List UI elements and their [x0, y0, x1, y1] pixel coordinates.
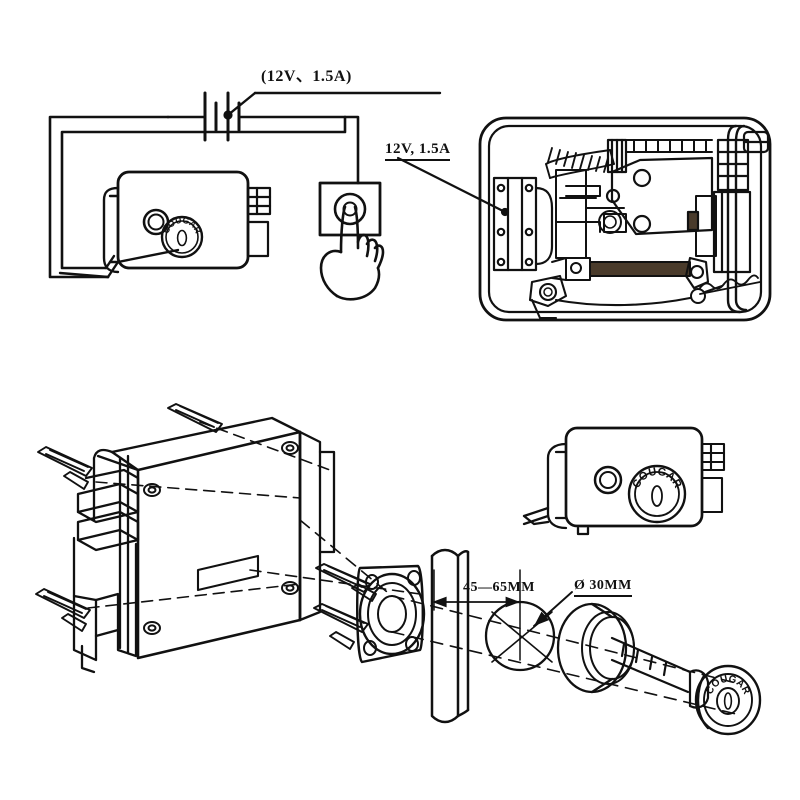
electric-lock-body	[116, 170, 250, 270]
bottom-link	[554, 296, 692, 307]
switch-button	[333, 192, 367, 226]
hole-diameter-label: Ø 30MM	[574, 578, 632, 597]
door-thickness-label: 45—65MM	[463, 580, 535, 595]
armature-rod	[606, 138, 628, 174]
wire-to-switch	[343, 115, 360, 185]
pressing-hand	[319, 205, 385, 301]
battery-rating-label: (12V、1.5A)	[261, 68, 352, 85]
bolt-cap	[742, 130, 770, 154]
lock-front-backplate	[546, 442, 568, 530]
coil-spring-lower	[699, 274, 761, 295]
lock-front-badge	[627, 464, 687, 524]
lock-body-top-face	[110, 416, 302, 472]
lock-body-screw-boss	[143, 441, 299, 635]
latch-bolt-housing	[686, 138, 752, 274]
lock-body-right-panel	[298, 430, 336, 622]
latch-bar	[551, 257, 691, 281]
exploded-centerline	[299, 519, 741, 715]
internal-mechanism-group	[396, 116, 772, 322]
lock-front-terminal-block	[700, 442, 726, 472]
lock-front-latch-bolt	[700, 476, 724, 514]
wiring-schematic-group	[48, 91, 442, 301]
coil-spring-upper	[545, 147, 615, 179]
coil-callout-leader	[396, 156, 510, 217]
solenoid-coil	[492, 176, 554, 272]
lock-body-slot	[196, 554, 260, 592]
battery-leader	[223, 91, 442, 120]
lock-front-wires	[522, 506, 590, 536]
spring-anchor	[690, 285, 723, 304]
lock-latch-bolt	[246, 220, 270, 258]
strike-flange	[356, 564, 426, 664]
bolt-rails	[726, 124, 748, 314]
wire-loop-outer	[48, 115, 170, 279]
cylinder-hole	[484, 600, 556, 672]
cougar-knob	[694, 664, 762, 736]
cylinder-hole-axes	[491, 611, 553, 663]
toothed-rack	[625, 139, 713, 153]
cam-disc	[598, 210, 627, 234]
diameter-leader	[533, 591, 573, 627]
pivot-lever	[605, 156, 714, 236]
lower-lever	[684, 256, 710, 290]
assembly-axis	[87, 421, 421, 609]
mounting-bracket	[72, 536, 138, 674]
push-button-switch	[318, 181, 382, 237]
door-thickness-dimension	[432, 569, 521, 661]
lock-front-button-hole	[593, 465, 623, 495]
badge-lettering: COUGAR COUGAR COUGAR	[161, 215, 752, 697]
mechanism-housing	[478, 116, 772, 322]
lock-backplate	[102, 186, 120, 274]
lock-terminal-block	[246, 186, 272, 216]
door-jamb	[430, 548, 470, 724]
lock-body-isometric	[136, 430, 302, 660]
coil-rating-label: 12V, 1.5A	[385, 141, 451, 161]
lock-body-cover-lip	[92, 448, 140, 654]
threaded-cylinder-shaft	[610, 636, 710, 709]
wire-loop-inner	[60, 115, 347, 270]
mounting-screw	[35, 403, 377, 650]
lock-cylinder-badge	[160, 215, 204, 259]
exploded-installation-group	[35, 403, 762, 736]
